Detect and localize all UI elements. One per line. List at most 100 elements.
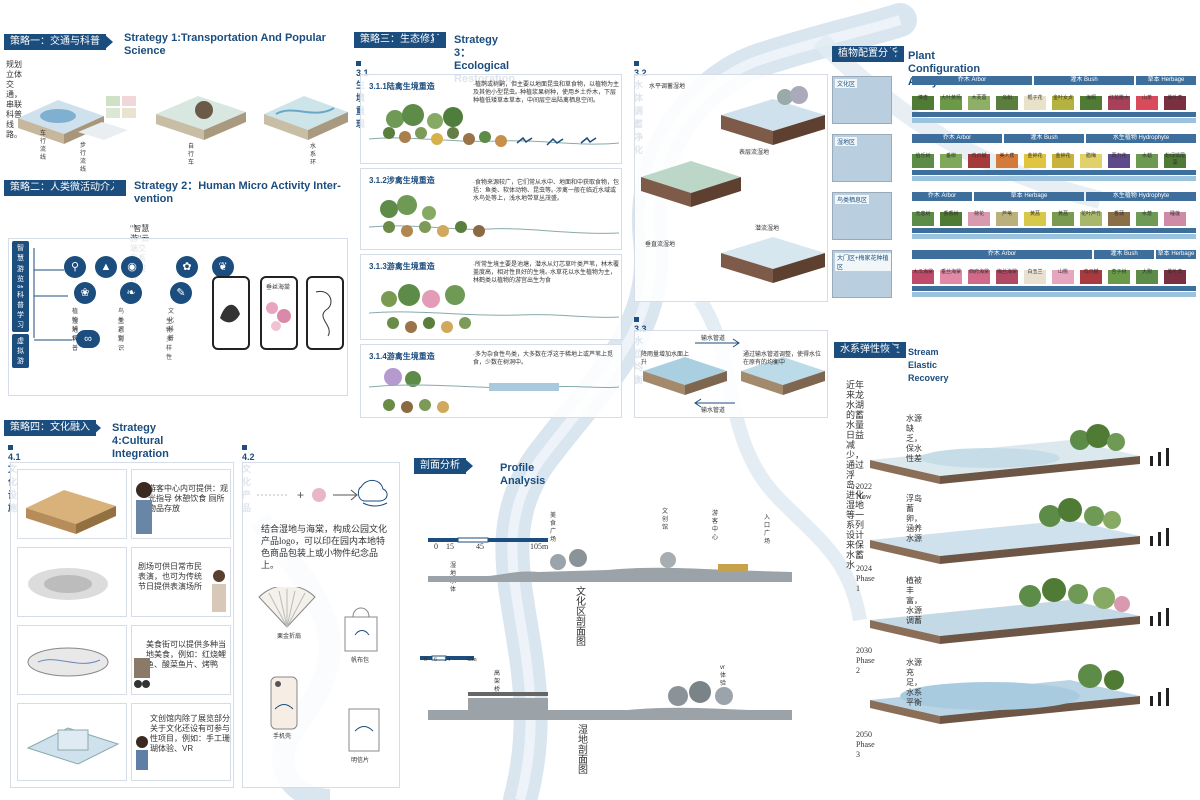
water-level-note: 降雨量增加水面上升: [641, 352, 690, 366]
tag-arrow-icon: [464, 458, 473, 474]
pipe-label: 输水管道: [701, 336, 726, 342]
wetland-note: 潜流湿地: [755, 226, 780, 232]
plant-icon: [405, 321, 417, 333]
plant-swatch: [912, 96, 934, 110]
stream-tag: 水系弹性恢复: [834, 342, 906, 358]
plant-swatch: [1136, 96, 1158, 110]
people-scale-icons: [1150, 448, 1169, 706]
guide-person-icon: [136, 482, 152, 534]
profile-tag: 剖面分析: [414, 458, 466, 474]
habitat-row-4: 3.1.4游禽生境重造 ·多为杂食性鸟类，大多数在浮这于稀地上或芦苇上觅食，少数…: [360, 344, 622, 418]
food-street-icon: [27, 647, 109, 677]
strategy2-tag: 策略二：人类微活动介入: [4, 180, 126, 196]
plant-name: 白玉兰: [1027, 269, 1043, 275]
culture-science-icon[interactable]: ✎: [170, 282, 192, 304]
bird-silhouette-icons: [516, 136, 597, 146]
wetland-blocks-illustration: [641, 86, 825, 283]
plant-icon: [419, 399, 431, 411]
strategy1-title: Strategy 1:Transportation And Popular Sc…: [124, 32, 326, 57]
plant-name: 樟杏: [917, 95, 928, 101]
zone-map: 文化区: [832, 76, 892, 124]
tree-node-virtual-tour[interactable]: 虚拟游: [12, 334, 29, 368]
plant-category: 水生植物 Hydrophyte: [1086, 134, 1196, 143]
plant-swatch: [1080, 212, 1102, 226]
plant-swatch: [1136, 154, 1158, 168]
stream-phase-illustrations: [870, 424, 1169, 724]
bird-illustration-icon: [220, 304, 240, 323]
plant-swatch: [1052, 270, 1074, 284]
plant-swatch: [1108, 270, 1130, 284]
visitor-center-card: 游客中心内可提供：观光指导 休憩饮食 厕所 物品存放: [131, 469, 231, 539]
plant-icon: [423, 317, 435, 329]
plant-icon: [459, 317, 471, 329]
phase-year: 2030 Phase 2: [856, 646, 875, 675]
plant-swatch: [912, 270, 934, 284]
water-purification-panel: 水平调蓄湿地 表层流湿地 垂直流湿地 潜流湿地: [634, 74, 828, 302]
habitat-section-illustration: [369, 284, 619, 318]
profile-label: 美食广场: [550, 513, 557, 543]
plant-swatch: [1024, 270, 1046, 284]
plant-name: 大狗: [1141, 269, 1152, 275]
profile-caption: 湿地剖面图: [578, 725, 588, 776]
child-icon: [136, 736, 148, 770]
plant-icon: [401, 225, 413, 237]
plant-config-tag: 植物配置分析: [832, 46, 904, 62]
plant-category: 水生植物 Hydrophyte: [1086, 192, 1196, 201]
plant-category: 草本 Herbage: [1136, 76, 1196, 85]
creative-hall-card: 文创馆内除了展览部分关于文化还设有可参与性项目，例如：手工珊瑚体验、VR: [131, 703, 231, 781]
plant-band: [912, 112, 1196, 117]
bird-icon[interactable]: ❦: [212, 256, 234, 278]
phase-year: 2022 Now: [856, 482, 872, 501]
tree-node-science-learning[interactable]: 科普学习: [12, 288, 29, 332]
plant-name: 粉绿狐尾藻: [1164, 153, 1185, 166]
plant-swatch: [996, 96, 1018, 110]
profile-label: 文创馆: [662, 509, 669, 531]
plant-swatch: [912, 154, 934, 168]
plant-category: 乔木 Arbor: [912, 250, 1092, 259]
terrain-model-4: [264, 96, 348, 140]
plant-icon: [431, 133, 443, 145]
plant-icon: [441, 321, 453, 333]
zone-map: 湿地区: [832, 134, 892, 182]
icon-label: 生态常识: [118, 319, 125, 352]
plant-name: 紫叶李: [1167, 269, 1183, 275]
habitat-title: 3.1.1陆禽生境重造: [369, 82, 435, 91]
stream-desc: 近年来龙水湖的蓄水量日益减少，通过浮岛、进化湿地等一系列设计来保水蓄水: [846, 380, 865, 570]
scale-tick: 14: [444, 657, 450, 663]
habitat-title: 3.1.2涉禽生境重造: [369, 176, 435, 185]
plant-swatch: [1052, 154, 1074, 168]
plant-config-row-1: 文化区 乔木 Arbor 灌木 Bush 草本 Herbage: [832, 76, 1196, 128]
plant-name: 杏子树: [1111, 269, 1127, 275]
plant-recognition-icon[interactable]: ❀: [74, 282, 96, 304]
plant-name: 红花檵木: [1108, 95, 1129, 101]
plant-swatch: [940, 270, 962, 284]
plant-name: 栀子花: [1027, 95, 1043, 101]
plant-config-row-4: 大门区+梅家花种植区 乔木 Arbor 灌木 Bush 草本 Herbage: [832, 250, 1196, 302]
vr-headset-icon[interactable]: ∞: [76, 330, 100, 348]
plant-name: 腊梅: [1085, 153, 1096, 159]
phone-plant-name: 垂丝海棠: [266, 285, 291, 291]
plant-swatch: [940, 212, 962, 226]
location-icon[interactable]: ⚲: [64, 256, 86, 278]
scale-tick: 45: [476, 542, 484, 551]
plant-name: 香蒲: [1113, 211, 1124, 217]
creative-hall-icon: [26, 727, 120, 765]
creative-hall-drawing: [17, 703, 127, 781]
plant-swatch: [1164, 154, 1186, 168]
plant-swatch: [996, 212, 1018, 226]
camera-icon[interactable]: ◉: [121, 256, 143, 278]
graduation-icon[interactable]: ▲: [95, 256, 117, 278]
product-desc: 结合湿地与海棠，构成公园文化产品logo，可以印在园内本地特色商品包装上或小物件…: [261, 524, 388, 570]
facility-text: 文创馆内除了展览部分关于文化还设有可参与性项目，例如：手工珊瑚体验、VR: [150, 714, 230, 753]
strategy2-title: Strategy 2：Human Micro Activity Inter-ve…: [134, 180, 341, 205]
plant-name: 大叶黄杨: [940, 95, 961, 101]
scale-tick: 105m: [530, 542, 549, 551]
wetland-note: 垂直流湿地: [645, 242, 676, 248]
plant-icon: [401, 401, 413, 413]
food-street-drawing: [17, 625, 127, 695]
bird-recognition-icon[interactable]: ❧: [120, 282, 142, 304]
building-icon: [26, 490, 116, 534]
plant-icon: [383, 221, 395, 233]
plant-icon: [479, 131, 491, 143]
palette-icon[interactable]: ✿: [176, 256, 198, 278]
